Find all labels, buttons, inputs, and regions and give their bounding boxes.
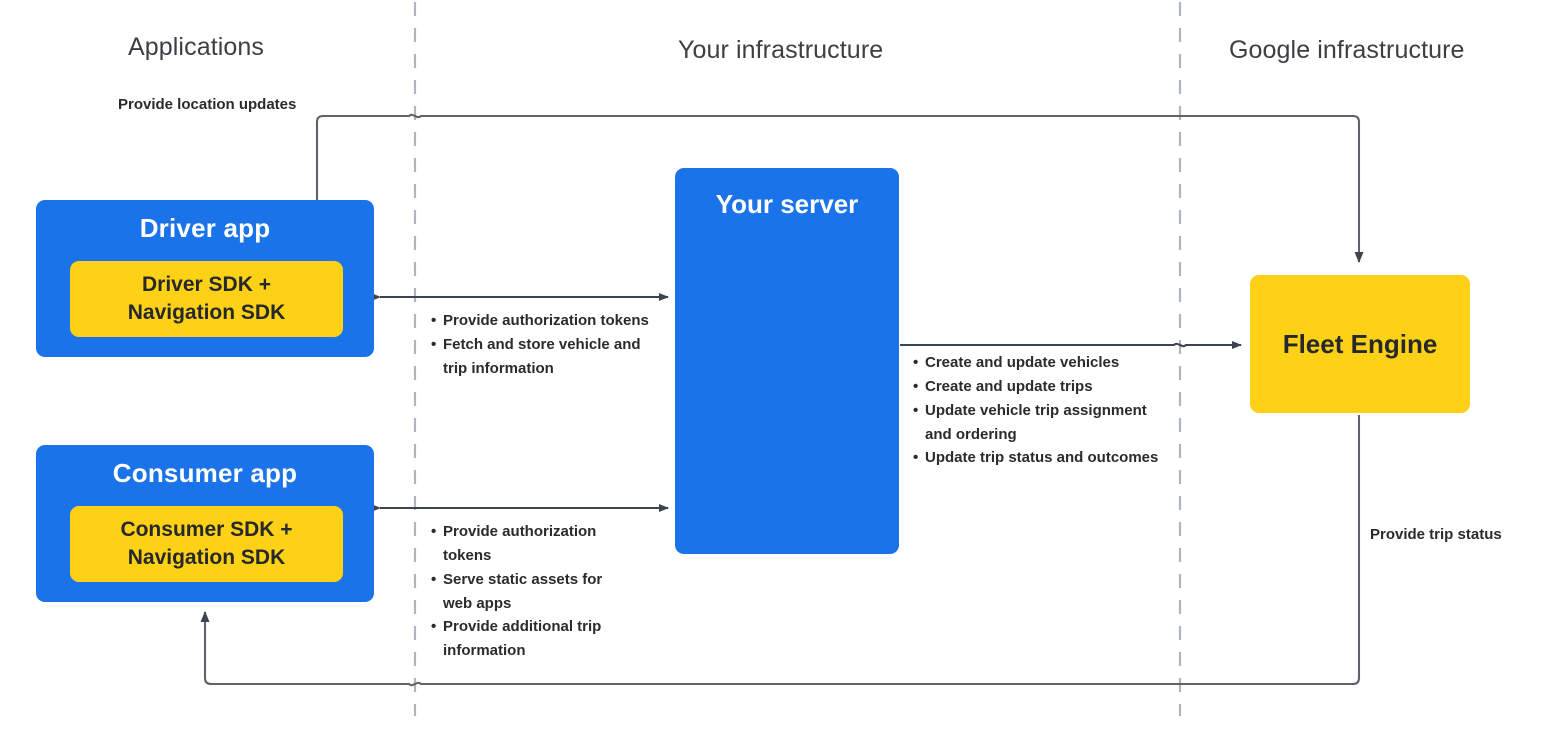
bullet-item: Create and update vehicles <box>913 351 1163 375</box>
consumer-app-title: Consumer app <box>112 458 298 488</box>
flow-label-provide-trip-status: Provide trip status <box>1370 526 1502 543</box>
your-server-title: Your server <box>715 189 859 219</box>
connector-server-to-fleet-engine <box>900 341 1242 349</box>
node-consumer-sdk[interactable]: Consumer SDK + Navigation SDK <box>70 506 343 582</box>
bullets-driver-to-server: Provide authorization tokensFetch and st… <box>431 309 656 381</box>
bullet-item: Provide authorization tokens <box>431 309 656 333</box>
zone-title-applications: Applications <box>128 33 265 61</box>
zone-title-google-infrastructure: Google infrastructure <box>1229 36 1465 64</box>
driver-sdk-label: Driver SDK + Navigation SDK <box>127 273 286 324</box>
zone-title-your-infrastructure: Your infrastructure <box>678 36 884 64</box>
node-your-server[interactable]: Your server <box>675 168 899 554</box>
bullets-consumer-to-server: Provide authorization tokensServe static… <box>431 520 631 663</box>
fleet-engine-title: Fleet Engine <box>1282 328 1438 359</box>
bullet-item: Update trip status and outcomes <box>913 446 1163 470</box>
bullet-item: Create and update trips <box>913 375 1163 399</box>
bullet-item: Fetch and store vehicle and trip informa… <box>431 333 656 381</box>
bullet-item: Update vehicle trip assignment and order… <box>913 399 1163 447</box>
driver-app-title: Driver app <box>139 213 271 243</box>
flow-label-provide-location-updates: Provide location updates <box>118 96 297 113</box>
node-fleet-engine[interactable]: Fleet Engine <box>1250 275 1470 413</box>
bullet-item: Serve static assets for web apps <box>431 568 631 616</box>
consumer-sdk-label: Consumer SDK + Navigation SDK <box>120 518 293 569</box>
bullet-item: Provide authorization tokens <box>431 520 631 568</box>
bullets-server-to-fleet-engine: Create and update vehiclesCreate and upd… <box>913 351 1163 470</box>
node-driver-sdk[interactable]: Driver SDK + Navigation SDK <box>70 261 343 337</box>
bullet-item: Provide additional trip information <box>431 615 631 663</box>
